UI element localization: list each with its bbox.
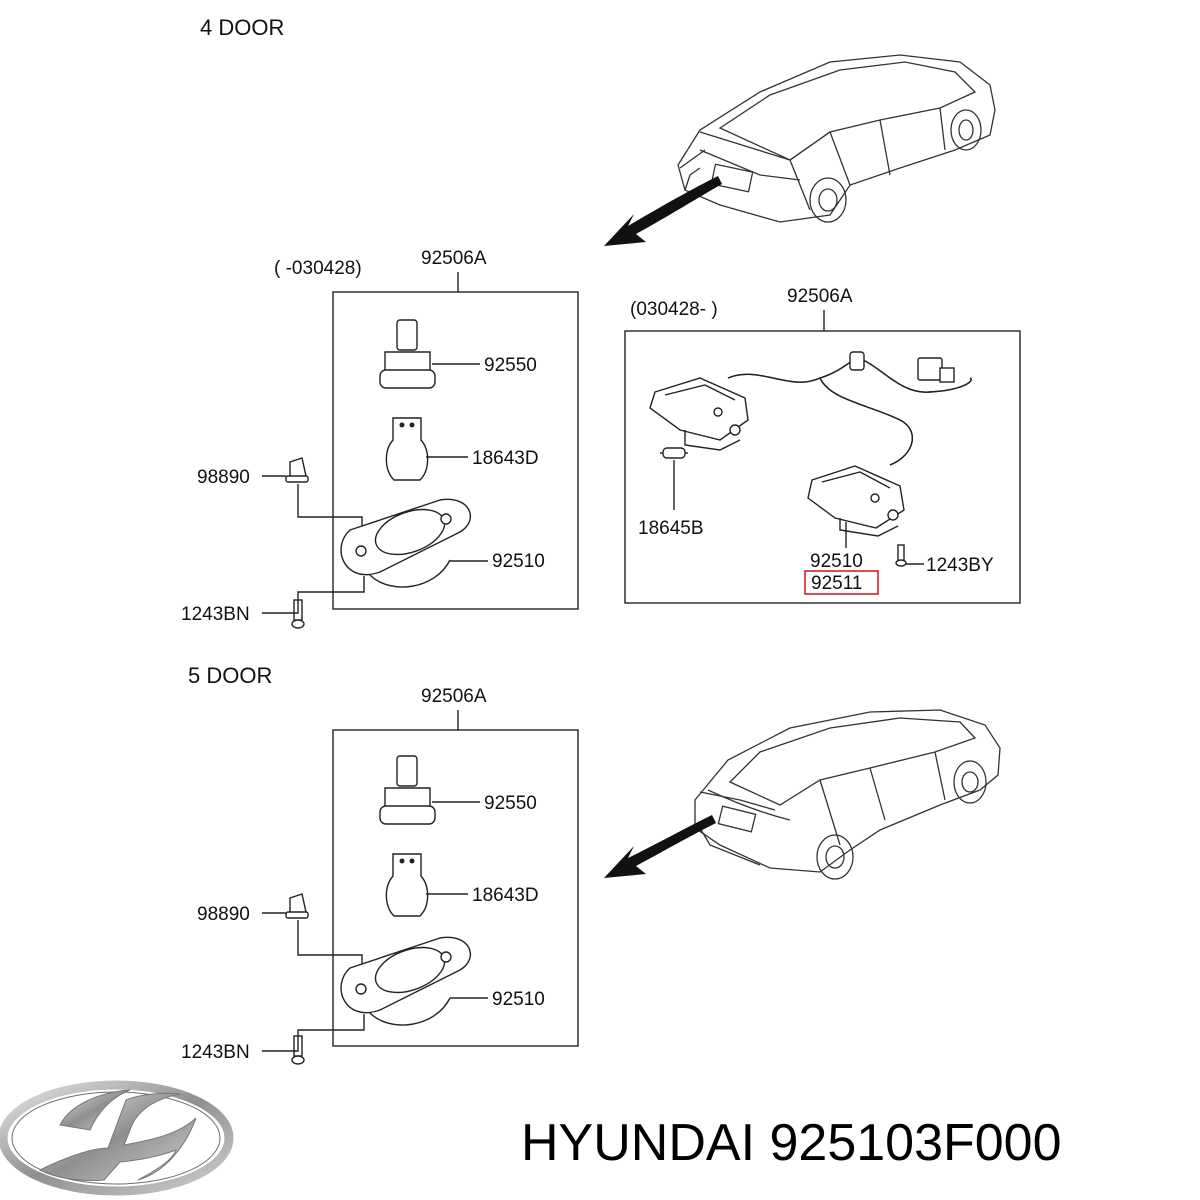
highlight-box [804,570,879,595]
five-door-lens-label: 92510 [492,989,545,1010]
old-box-frame [332,291,579,610]
bulb-holder-icon [379,319,436,389]
new-screw-label: 1243BY [926,555,994,576]
sedan-car-illustration [677,54,996,223]
old-clip-label: 98890 [197,467,250,488]
five-door-clip-label: 98890 [197,904,250,925]
old-holder-label: 92550 [484,355,537,376]
new-lens-alt-label: 92511 [811,573,862,594]
old-bulb-label: 18643D [472,448,539,469]
five-door-bulb-label: 18643D [472,885,539,906]
new-box-frame [624,330,1021,604]
new-bulb-label: 18645B [638,518,704,539]
old-box-assembly-label: 92506A [421,248,487,269]
brand-part-number: HYUNDAI 925103F000 [521,1114,1062,1172]
new-screw-icon [895,544,907,567]
old-screw-label: 1243BN [181,604,250,625]
bulb-holder-5door-icon [379,755,436,825]
callout-arrow-4-door [604,176,722,246]
section-title-5-door: 5 DOOR [188,663,272,688]
license-lamp-upper-icon [649,377,749,451]
five-door-holder-label: 92550 [484,793,537,814]
five-door-box-frame [332,729,579,1047]
five-door-assembly-label: 92506A [421,686,487,707]
old-box-date-label: ( -030428) [274,258,362,279]
new-box-assembly-label: 92506A [787,286,853,307]
hyundai-logo-icon [0,1080,234,1196]
license-lamp-lower-icon [807,465,905,537]
new-box-date-label: (030428- ) [630,299,718,320]
bulb-5door-icon [385,853,429,917]
clip-5door-icon [285,893,309,919]
old-lens-label: 92510 [492,551,545,572]
five-door-screw-label: 1243BN [181,1042,250,1063]
clip-icon [285,457,309,483]
section-title-4-door: 4 DOOR [200,15,284,40]
wiring-harness-icon [727,351,972,466]
bulb-icon [385,417,429,481]
lens-5door-icon [340,936,472,1026]
lens-icon [340,498,472,588]
festoon-bulb-icon [660,447,688,459]
new-lens-label: 92510 [810,551,863,572]
hatchback-car-illustration [694,709,1001,880]
callout-arrow-5-door [604,815,716,878]
